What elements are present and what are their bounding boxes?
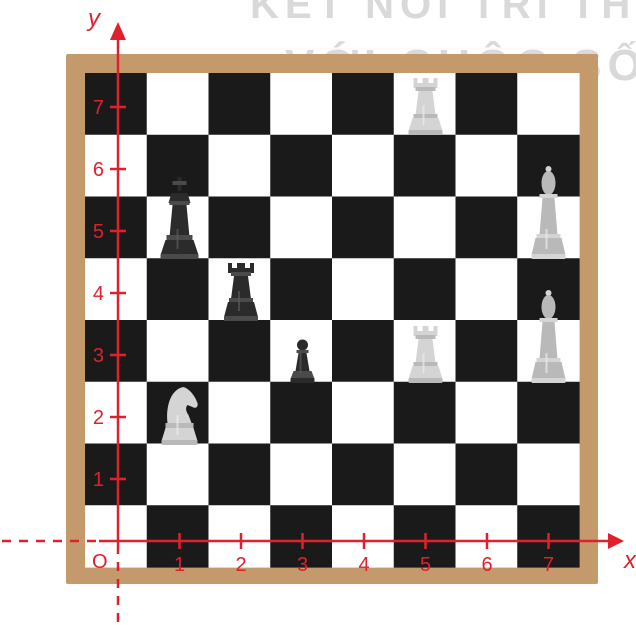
x-axis-name: x — [623, 547, 636, 574]
y-tick-label: 5 — [93, 221, 104, 243]
dark-square — [332, 444, 394, 506]
dark-square — [517, 382, 579, 444]
light-square — [147, 320, 209, 382]
light-square — [456, 382, 518, 444]
y-tick-label: 1 — [93, 469, 104, 491]
y-tick-label: 3 — [93, 345, 104, 367]
dark-square — [394, 135, 456, 197]
dark-square — [332, 73, 394, 135]
light-square — [270, 73, 332, 135]
light-square — [209, 135, 271, 197]
y-tick-label: 7 — [93, 97, 104, 119]
x-tick-label: 3 — [297, 554, 308, 576]
light-square — [147, 73, 209, 135]
x-tick-label: 5 — [420, 554, 431, 576]
dark-square — [456, 73, 518, 135]
dark-square — [270, 382, 332, 444]
light-square — [517, 444, 579, 506]
origin-label: O — [92, 551, 108, 573]
dark-square — [147, 258, 209, 320]
x-tick-label: 2 — [235, 554, 246, 576]
light-square — [456, 258, 518, 320]
x-tick-label: 4 — [358, 554, 369, 576]
dark-square — [270, 258, 332, 320]
dark-square — [332, 320, 394, 382]
y-tick-label: 4 — [93, 283, 104, 305]
dark-square — [394, 382, 456, 444]
x-axis-arrow-icon — [608, 533, 624, 549]
y-tick-label: 6 — [93, 159, 104, 181]
dark-square — [209, 197, 271, 259]
dark-square — [270, 135, 332, 197]
light-square — [270, 444, 332, 506]
x-tick-label: 1 — [174, 554, 185, 576]
light-square — [394, 444, 456, 506]
y-axis-arrow-icon — [110, 22, 126, 40]
light-square — [517, 73, 579, 135]
x-tick-label: 6 — [481, 554, 492, 576]
dark-square — [394, 258, 456, 320]
y-axis-name: y — [86, 5, 102, 32]
light-square — [332, 382, 394, 444]
board-squares — [85, 73, 580, 568]
y-tick-label: 2 — [93, 407, 104, 429]
light-square — [270, 197, 332, 259]
dark-square — [456, 444, 518, 506]
dark-square — [209, 73, 271, 135]
x-tick-label: 7 — [543, 554, 554, 576]
light-square — [456, 135, 518, 197]
dark-square — [456, 197, 518, 259]
dark-square — [209, 444, 271, 506]
light-square — [332, 258, 394, 320]
dark-square — [332, 197, 394, 259]
light-square — [209, 382, 271, 444]
light-square — [332, 135, 394, 197]
light-square — [147, 444, 209, 506]
dark-square — [209, 320, 271, 382]
light-square — [394, 197, 456, 259]
dark-square — [456, 320, 518, 382]
